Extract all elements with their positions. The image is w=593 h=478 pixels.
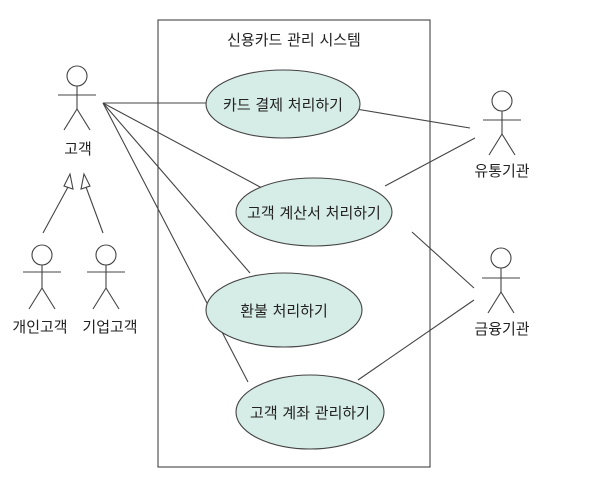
actor-personal-customer-label: 개인고객: [12, 318, 67, 336]
stick-figure-icon: [23, 244, 61, 310]
assoc-customer-statement: [102, 102, 263, 189]
use-case-account-management-ellipse[interactable]: [235, 374, 385, 450]
assoc-customer-account: [102, 102, 249, 383]
use-case-card-payment-ellipse[interactable]: [205, 69, 361, 139]
actor-financial-institution[interactable]: 금융기관: [474, 247, 530, 338]
generalization-arrowhead-corporate: [80, 172, 91, 190]
generalization-line-personal: [42, 186, 69, 234]
use-case-customer-statement-ellipse[interactable]: [235, 177, 393, 247]
actor-corporate-customer-label: 기업고객: [82, 318, 137, 336]
use-case-customer-statement-label: 고객 계산서 처리하기: [247, 204, 381, 222]
assoc-statement-financial: [411, 231, 475, 289]
actor-distributor-label: 유통기관: [474, 162, 529, 180]
assoc-customer-refund: [102, 102, 251, 274]
actor-customer-label: 고객: [64, 140, 92, 158]
stick-figure-icon: [58, 65, 96, 131]
generalization-line-corporate: [85, 186, 104, 234]
customer-associations: [102, 102, 263, 383]
actor-distributor[interactable]: 유통기관: [474, 90, 530, 180]
stick-figure-icon: [483, 90, 521, 156]
use-case-refund-label: 환불 처리하기: [240, 302, 328, 320]
use-case-card-payment[interactable]: 카드 결제 처리하기: [205, 69, 361, 139]
use-case-account-management[interactable]: 고객 계좌 관리하기: [235, 374, 385, 450]
actor-corporate-customer[interactable]: 기업고객: [82, 244, 138, 336]
use-case-customer-statement[interactable]: 고객 계산서 처리하기: [235, 177, 393, 247]
institution-associations: [349, 107, 476, 381]
generalization-arrowhead-personal: [63, 172, 74, 190]
actor-customer[interactable]: 고객: [58, 65, 96, 158]
actor-financial-institution-label: 금융기관: [474, 320, 529, 338]
assoc-card-payment-distributor: [349, 107, 471, 129]
use-case-refund-ellipse[interactable]: [205, 272, 363, 348]
generalization-links: [42, 172, 104, 234]
stick-figure-icon: [87, 244, 125, 310]
use-case-refund[interactable]: 환불 처리하기: [205, 272, 363, 348]
assoc-statement-distributor: [384, 137, 476, 187]
system-title: 신용카드 관리 시스템: [227, 31, 361, 49]
assoc-account-financial: [357, 299, 475, 381]
stick-figure-icon: [482, 247, 520, 314]
actor-personal-customer[interactable]: 개인고객: [12, 244, 68, 336]
system-boundary: [157, 19, 431, 468]
use-case-card-payment-label: 카드 결제 처리하기: [223, 96, 343, 114]
use-case-account-management-label: 고객 계좌 관리하기: [250, 404, 370, 422]
